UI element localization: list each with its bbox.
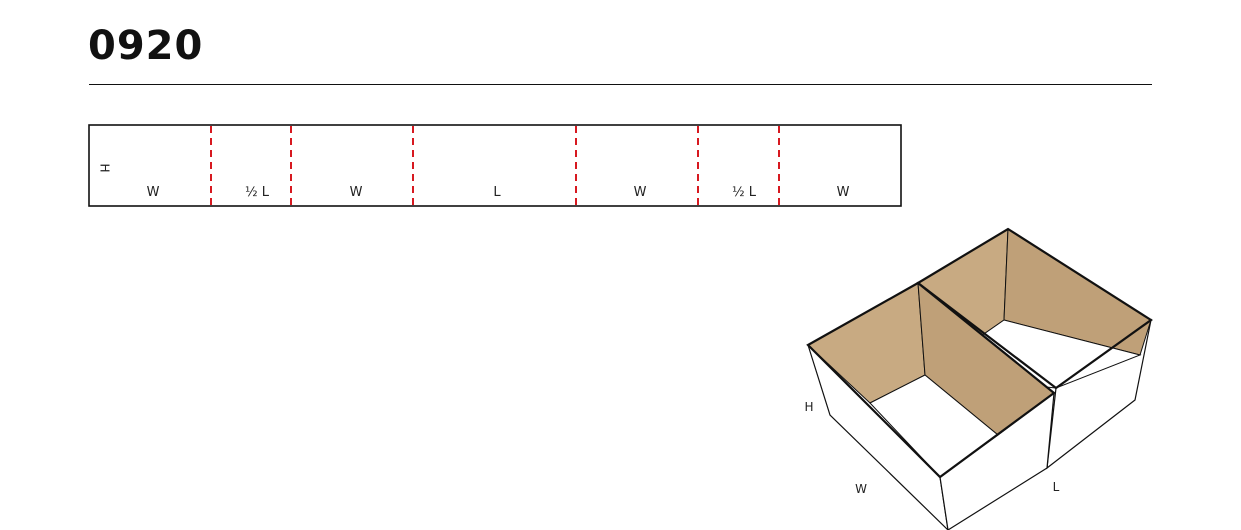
height-label: H [98, 163, 112, 172]
panel-label: W [350, 185, 363, 200]
panel-label: ½ L [732, 185, 757, 200]
flat-pattern: H W ½ L W L W ½ L W [88, 124, 902, 207]
title-divider [89, 84, 1152, 85]
left-compartment [806, 281, 1056, 530]
page-title: 0920 [88, 23, 204, 69]
pattern-outline [88, 124, 902, 207]
panel-label: W [837, 185, 850, 200]
panel-label: L [493, 185, 501, 200]
box-length-label: L [1053, 480, 1060, 494]
panel-label: W [147, 185, 160, 200]
panel-label: ½ L [245, 185, 270, 200]
left-rim [806, 281, 1056, 479]
right-rim [916, 227, 1153, 390]
box-height-label: H [804, 400, 813, 414]
box-width-label: W [855, 482, 867, 496]
panel-label: W [634, 185, 647, 200]
